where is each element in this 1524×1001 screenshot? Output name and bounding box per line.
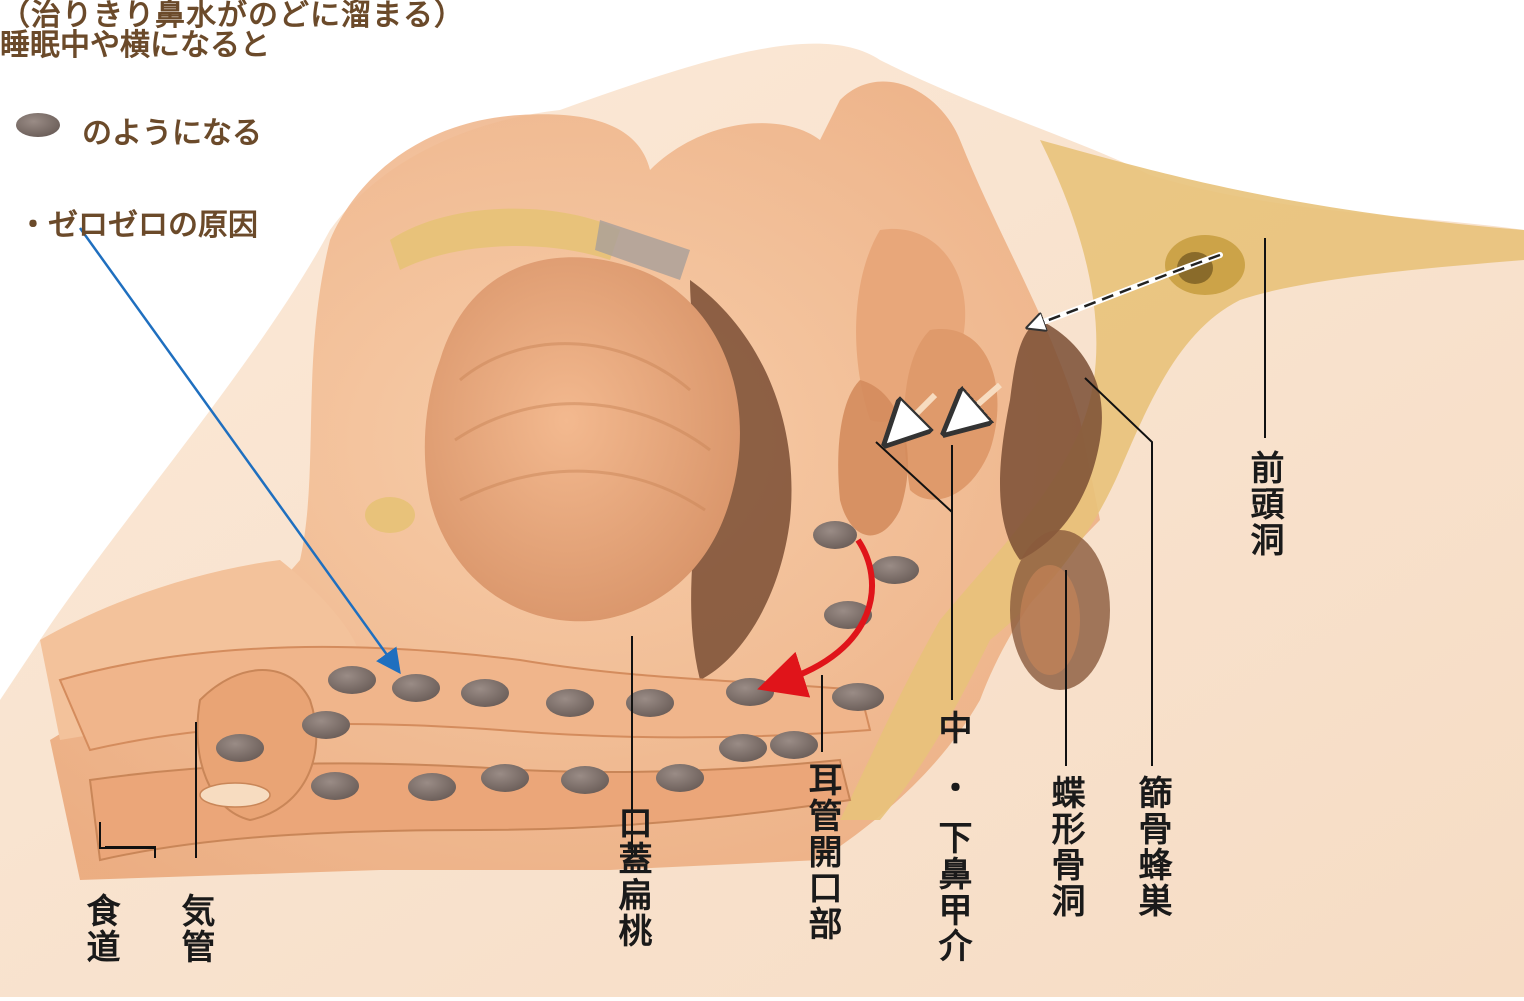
mucus-blob: [481, 764, 529, 792]
mucus-blob: [311, 772, 359, 800]
mucus-blob: [726, 678, 774, 706]
note-line-3: のようになる: [82, 108, 262, 152]
mucus-blob: [626, 689, 674, 717]
mucus-blob: [302, 711, 350, 739]
label-turbinate-rest: 下鼻甲介: [935, 820, 969, 964]
mucus-blob: [392, 674, 440, 702]
mucus-blob: [408, 773, 456, 801]
label-sphenoid-sinus: 蝶形骨洞: [1048, 775, 1082, 919]
label-trachea: 気管: [178, 893, 212, 965]
label-turbinate-dot: ・: [935, 770, 969, 806]
mucus-blob: [770, 731, 818, 759]
label-esophagus: 食道: [83, 893, 117, 965]
label-eustachian-opening: 耳管開口部: [805, 762, 839, 942]
label-palatine-tonsil: 口蓋扁桃: [615, 805, 649, 949]
label-ethmoid-cells: 篩骨蜂巣: [1135, 775, 1169, 919]
hyoid: [365, 497, 415, 533]
mucus-blob: [656, 764, 704, 792]
mucus-blob: [328, 666, 376, 694]
legend-mucus-blob: [16, 113, 60, 137]
mucus-blob: [216, 734, 264, 762]
mucus-blob: [461, 679, 509, 707]
mucus-blob: [832, 683, 884, 711]
label-turbinate-mid: 中: [935, 710, 969, 746]
mucus-blob: [871, 556, 919, 584]
note-line-2: 睡眠中や横になると: [0, 20, 270, 64]
note-line-4: ・ゼロゼロの原因: [18, 200, 258, 244]
mucus-blob: [561, 766, 609, 794]
mucus-blob: [546, 689, 594, 717]
label-frontal-sinus: 前頭洞: [1247, 450, 1281, 558]
mucus-blob: [813, 521, 857, 549]
mucus-blob: [719, 734, 767, 762]
